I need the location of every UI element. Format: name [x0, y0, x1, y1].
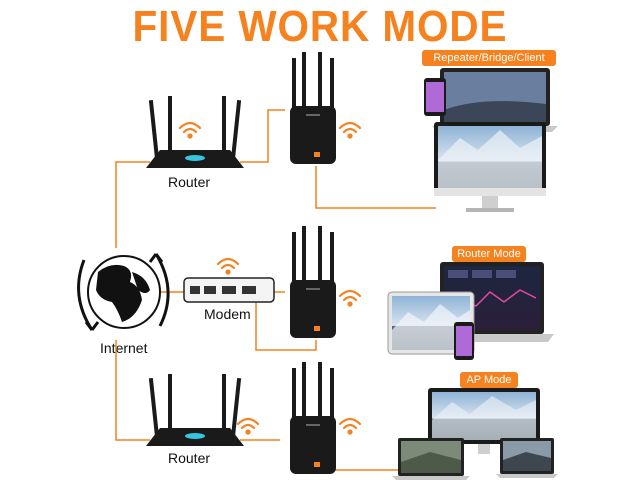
- line-repeater-mid-tablet: [255, 300, 317, 351]
- phone-top-icon: [424, 78, 446, 116]
- line-router-top-repeater: [240, 109, 285, 163]
- wifi-icon-repeater-top: [338, 121, 362, 139]
- router-bottom-icon: [146, 374, 244, 446]
- modem-label: Modem: [204, 306, 251, 322]
- tablet-icon: [387, 291, 475, 355]
- router-bottom-label: Router: [168, 450, 211, 466]
- wifi-icon-repeater-middle: [338, 289, 362, 307]
- wifi-icon-router-top: [178, 121, 202, 139]
- repeater-mode-badge: Repeater/Bridge/Client Mode: [422, 50, 556, 80]
- wifi-icon-repeater-bottom: [338, 417, 362, 435]
- ap-mode-badge: AP Mode: [460, 372, 518, 388]
- line-repeater-top-pc: [315, 166, 436, 209]
- line-internet-router-bottom: [115, 340, 150, 441]
- router-top-label: Router: [168, 174, 211, 190]
- repeater-bottom-icon: [290, 362, 336, 474]
- ap-laptop-right-icon: [496, 438, 558, 478]
- ap-laptop-left-icon: [392, 438, 470, 480]
- wifi-icon-modem: [216, 257, 240, 275]
- internet-label: Internet: [100, 340, 148, 356]
- phone-middle-icon: [454, 322, 474, 360]
- router-mode-badge: Router Mode: [452, 246, 526, 262]
- laptop-top-icon: [432, 68, 558, 132]
- ap-monitor-icon: [428, 388, 540, 454]
- desktop-monitor-icon: [434, 122, 546, 212]
- router-top-icon: [146, 96, 244, 168]
- repeater-middle-icon: [290, 226, 336, 338]
- internet-globe-icon: [77, 253, 170, 331]
- repeater-top-icon: [290, 52, 336, 164]
- page-title: FIVE WORK MODE: [132, 2, 508, 51]
- wifi-icon-router-bottom: [236, 417, 260, 435]
- modem-icon: [183, 277, 275, 303]
- line-internet-router-top: [115, 161, 150, 248]
